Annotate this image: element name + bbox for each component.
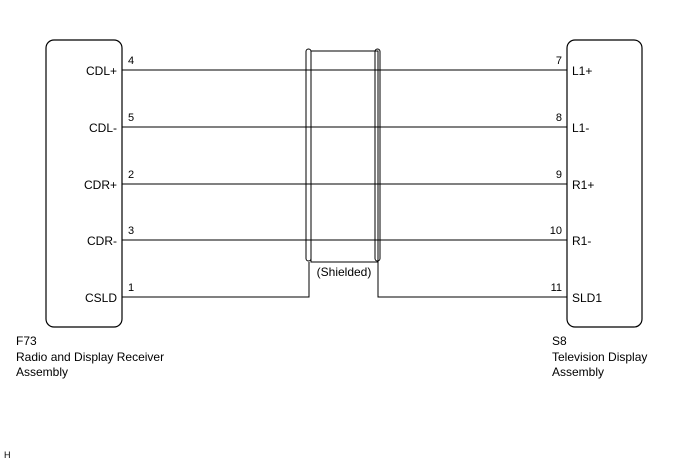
left-pin-number: 3: [128, 225, 134, 237]
right-terminal-label: SLD1: [572, 291, 602, 305]
left-terminal-label: CDL+: [86, 64, 117, 78]
right-terminal-label: L1+: [572, 64, 592, 78]
wire-csld-left: [122, 262, 310, 298]
left-pin-number: 4: [128, 55, 134, 67]
right-connector-name: Assembly: [552, 365, 604, 379]
right-pin-number: 10: [550, 225, 562, 237]
left-terminal-label: CDL-: [89, 121, 117, 135]
right-terminal-label: R1-: [572, 234, 591, 248]
right-connector-name: Television Display: [552, 350, 647, 364]
right-pin-number: 9: [556, 169, 562, 181]
left-terminal-label: CSLD: [85, 291, 117, 305]
left-terminal-label: CDR+: [84, 178, 117, 192]
left-connector-name: Radio and Display Receiver: [16, 350, 164, 364]
right-terminal-label: L1-: [572, 121, 589, 135]
left-terminal-label: CDR-: [87, 234, 117, 248]
left-pin-number: 5: [128, 112, 134, 124]
shield-label: (Shielded): [317, 265, 372, 279]
right-pin-number: 8: [556, 112, 562, 124]
left-pin-number: 2: [128, 169, 134, 181]
shield-sleeve: [305, 48, 381, 263]
right-pin-number: 11: [551, 282, 562, 294]
corner-mark: H: [4, 450, 11, 460]
right-terminal-label: R1+: [572, 178, 594, 192]
right-pin-number: 7: [556, 55, 562, 67]
left-connector-code: F73: [16, 334, 37, 348]
right-connector-code: S8: [552, 334, 567, 348]
left-pin-number: 1: [128, 282, 134, 294]
left-connector-name: Assembly: [16, 365, 68, 379]
wire-sld1-right: [377, 262, 567, 298]
